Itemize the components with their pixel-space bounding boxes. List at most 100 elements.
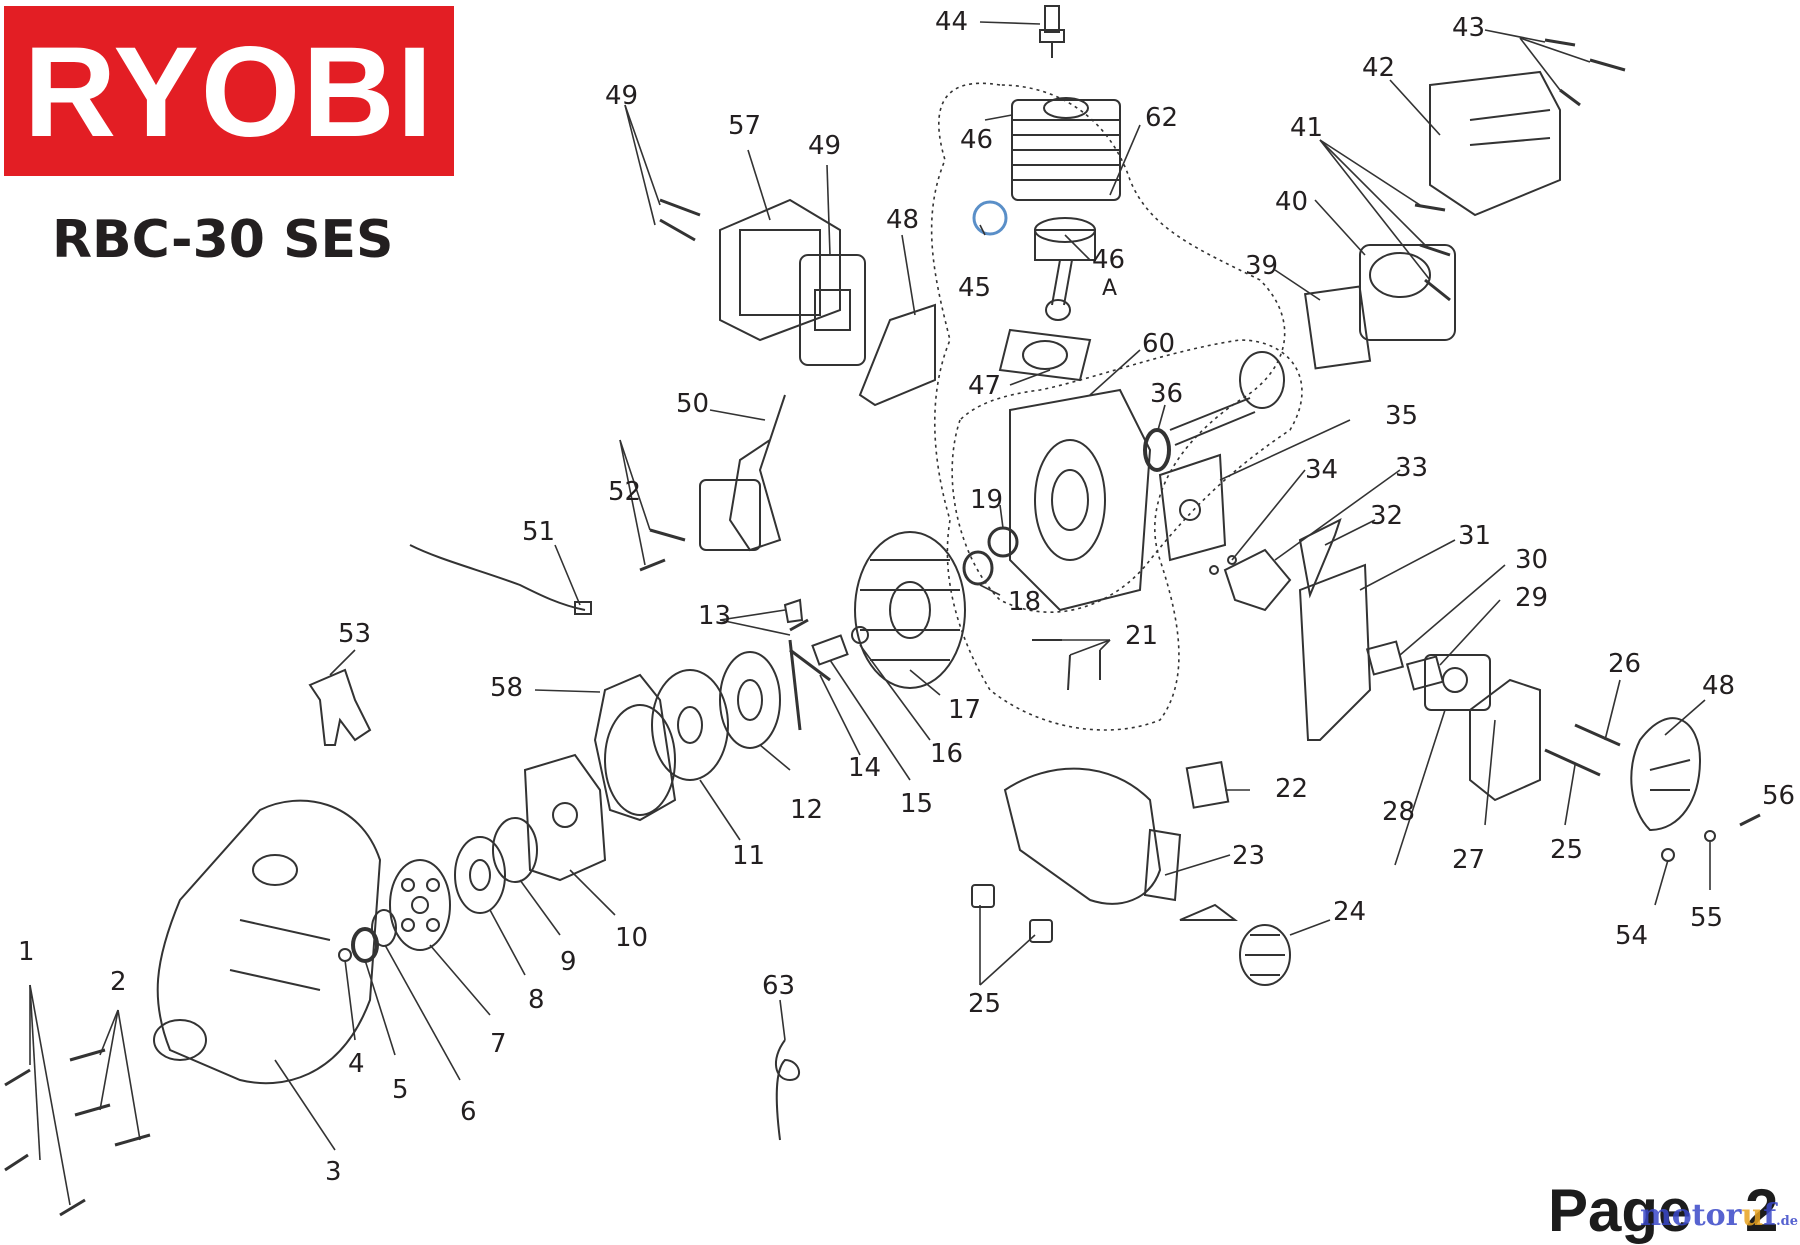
callout-45: 45	[958, 273, 991, 303]
callout-29: 28	[1382, 797, 1415, 827]
bolt-41c	[1424, 278, 1451, 302]
callout-19: 19	[970, 485, 1003, 515]
screw-2a	[69, 1048, 106, 1062]
cylinder-gasket	[998, 328, 1092, 382]
callout-2: 2	[110, 967, 127, 997]
carb-gasket-31	[1365, 640, 1405, 676]
callout-26: 25	[1550, 835, 1583, 865]
clip-25b	[1029, 919, 1053, 943]
recoil-pulley-12	[719, 651, 781, 749]
callout-60: 58	[490, 673, 523, 703]
callout-11: 11	[732, 841, 765, 871]
muffler-gasket	[1303, 285, 1372, 370]
callout-35: 34	[1305, 455, 1338, 485]
screw-27	[1574, 723, 1621, 747]
knob-24	[1239, 924, 1291, 986]
callout-58: 56	[1762, 781, 1795, 811]
engine-assembly-outline	[930, 82, 1286, 731]
piston-ring	[972, 200, 1008, 236]
ring-4	[338, 948, 352, 962]
callout-labels: 44 43 42 41 40 39 62 46 45 46 A 47 60 36…	[18, 7, 1795, 1187]
screw-43c	[1559, 88, 1581, 107]
wedge-24	[1179, 903, 1238, 921]
callout-1: 1	[18, 937, 35, 967]
screw-1a	[4, 1068, 31, 1087]
callout-43: 43	[1452, 13, 1485, 43]
callout-55: 53	[338, 619, 371, 649]
callout-4: 4	[348, 1049, 365, 1079]
callout-56: 54	[1615, 921, 1648, 951]
callout-40: 40	[1275, 187, 1308, 217]
callout-46: 46	[960, 125, 993, 155]
callout-16: 16	[930, 739, 963, 769]
callout-21: 21	[1125, 621, 1158, 651]
muffler	[1359, 244, 1456, 341]
piston	[1034, 217, 1096, 321]
callout-24: 24	[1333, 897, 1366, 927]
ignition-coil	[699, 394, 786, 552]
crankcase-subassembly-outline	[951, 339, 1303, 613]
callout-51: 49	[605, 81, 638, 111]
callout-25: 25	[968, 989, 1001, 1019]
clip-25a	[971, 884, 995, 908]
handle-23	[1003, 767, 1182, 905]
screw-54a	[649, 528, 686, 542]
screw-35b	[1227, 555, 1237, 565]
air-box-59	[719, 198, 841, 342]
screw-58	[1739, 813, 1761, 827]
seal-18	[962, 550, 994, 586]
callout-63: 62	[1145, 103, 1178, 133]
screw-51b	[659, 218, 696, 242]
clamp-22	[1185, 761, 1230, 809]
screw-43b	[1589, 58, 1626, 72]
callout-59: 57	[728, 111, 761, 141]
clutch-pawl-8	[454, 836, 506, 914]
key-14	[789, 648, 831, 682]
model-title: RBC-30 SES	[52, 210, 394, 270]
callout-18: 18	[1008, 587, 1041, 617]
callout-10: 10	[615, 923, 648, 953]
callout-53: 51	[522, 517, 555, 547]
callout-28: 27	[1452, 845, 1485, 875]
nut-57	[1704, 830, 1716, 842]
callout-42: 42	[1362, 53, 1395, 83]
clutch-housing-3	[153, 799, 382, 1085]
callout-47: 47	[968, 371, 1001, 401]
callout-39: 39	[1245, 251, 1278, 281]
callout-62: 60	[1142, 329, 1175, 359]
washer-56	[1661, 848, 1675, 862]
intake-adapter	[1223, 548, 1292, 612]
muffler-cover	[1429, 70, 1561, 217]
spacer-16	[811, 634, 849, 666]
pin-64	[775, 1039, 800, 1141]
starter-housing-60	[593, 673, 677, 822]
screw-2b	[74, 1103, 111, 1117]
air-filter-cover	[1630, 717, 1702, 832]
callout-12: 12	[790, 795, 823, 825]
callout-49: 49	[808, 131, 841, 161]
circlip-6	[371, 909, 397, 947]
crankshaft	[1169, 351, 1285, 446]
callout-44: 44	[935, 7, 968, 37]
callout-27: 26	[1608, 649, 1641, 679]
screw-26	[1544, 748, 1601, 777]
flywheel	[854, 531, 966, 689]
pawl-13	[783, 598, 809, 731]
air-filter-49	[799, 254, 866, 366]
callout-54: 52	[608, 477, 641, 507]
recoil-spring-11	[651, 669, 729, 781]
callout-46-suffix: A	[1102, 276, 1117, 301]
callout-46-piston: 46	[1092, 245, 1125, 275]
callout-7: 7	[490, 1029, 507, 1059]
carburetor	[1424, 654, 1491, 711]
screw-1b	[4, 1153, 29, 1172]
clip-33	[1298, 518, 1342, 599]
watermark-logo: motoruf.de	[1640, 1198, 1799, 1233]
callout-37: 36	[1150, 379, 1183, 409]
air-filter-housing	[1469, 678, 1541, 802]
bolt-41b	[1419, 243, 1451, 257]
bracket-48	[858, 303, 936, 407]
callout-41: 41	[1290, 113, 1323, 143]
